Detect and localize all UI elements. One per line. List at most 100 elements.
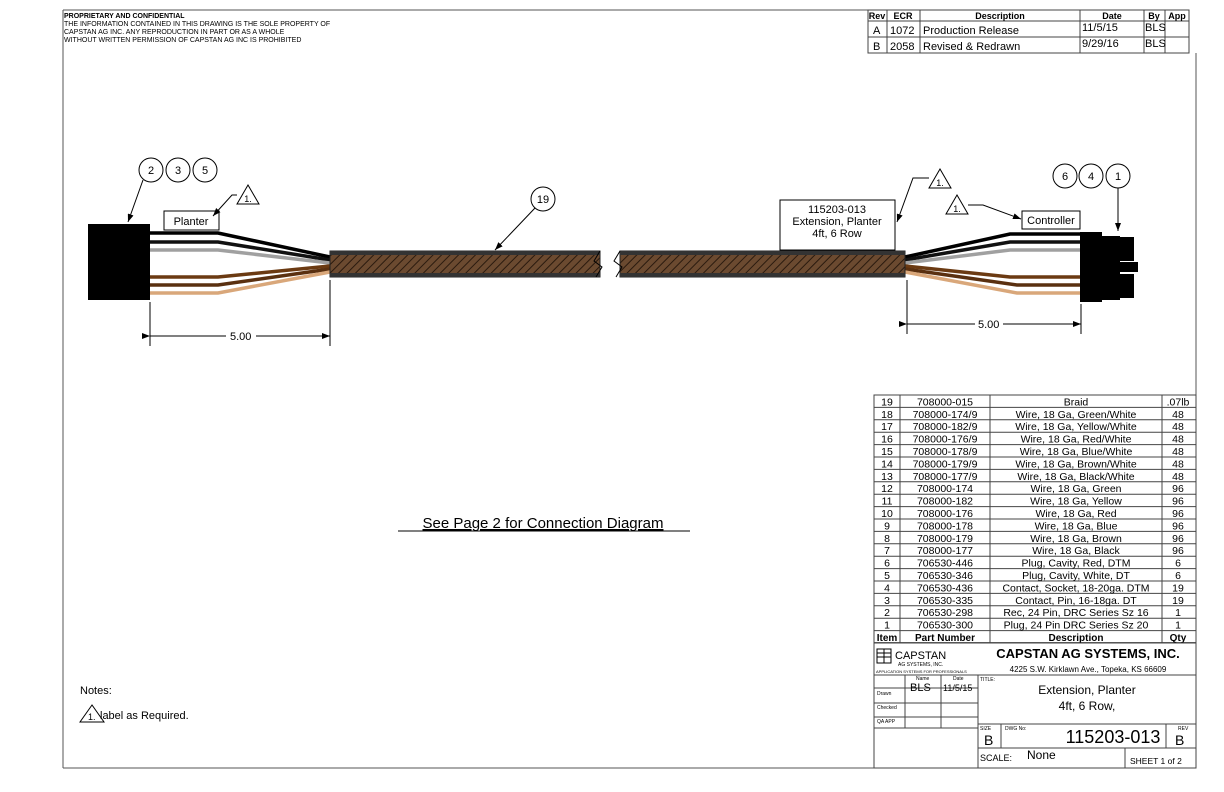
drawing-title: 4ft, 6 Row, <box>1059 699 1116 713</box>
company-logo: CAPSTAN AG SYSTEMS, INC. APPLICATION SYS… <box>876 648 967 674</box>
date-cell: 11/5/15 <box>1082 22 1118 34</box>
bom-part-number: 708000-174/9 <box>913 409 978 421</box>
left-wires <box>150 231 331 295</box>
bom-part-number: 708000-182/9 <box>913 421 978 433</box>
logo-sub: AG SYSTEMS, INC. <box>898 662 943 668</box>
part-number-header: Part Number <box>915 633 975 644</box>
bom-part-number: 708000-176/9 <box>913 434 978 446</box>
balloon-item: 5 <box>202 165 208 177</box>
bom-description: Wire, 18 Ga, Yellow/White <box>1015 421 1137 433</box>
bom-part-number: 708000-177/9 <box>913 471 978 483</box>
bom-description: Wire, 18 Ga, Black/White <box>1017 471 1134 483</box>
revision-table <box>867 9 1190 54</box>
bom-item: 7 <box>884 545 890 557</box>
drawn-by: BLS <box>910 682 931 694</box>
wire-black <box>904 240 1080 262</box>
left-dimension: 5.00 <box>142 280 331 346</box>
bom-description: Plug, 24 Pin DRC Series Sz 20 <box>1004 620 1149 632</box>
note-text: label as Required. <box>100 710 189 722</box>
ecr-cell: 1072 <box>890 25 914 37</box>
rev-header: Rev <box>869 11 886 21</box>
qty-header: Qty <box>1170 633 1187 644</box>
wire-tan <box>904 270 1080 295</box>
notice-line: CAPSTAN AG INC. ANY REPRODUCTION IN PART… <box>64 29 285 36</box>
bom-item: 18 <box>881 409 893 421</box>
balloon-item: 4 <box>1088 171 1094 183</box>
checked-label: Checked <box>877 705 897 711</box>
bom-item: 8 <box>884 533 890 545</box>
balloon-item: 3 <box>175 165 181 177</box>
notes: Notes: 1. label as Required. <box>79 685 189 723</box>
drawing-rev: B <box>1175 732 1184 748</box>
bom-description: Wire, 18 Ga, Green <box>1030 483 1121 495</box>
bom-description: Braid <box>1064 396 1089 408</box>
balloon-item: 2 <box>148 165 154 177</box>
braid <box>329 250 906 278</box>
signoff-labels: Name Date Drawn Checked QA APP TITLE: SI… <box>877 676 1189 732</box>
planter-connector <box>88 224 150 300</box>
wire-black <box>904 232 1080 259</box>
rev-label: REV <box>1178 726 1189 732</box>
dwg-label: DWG No: <box>1005 726 1026 732</box>
bom-part-number: 708000-176 <box>917 508 973 520</box>
drawn-label: Drawn <box>877 691 892 697</box>
app-header: App <box>1168 11 1186 21</box>
bom-description: Wire, 18 Ga, Red/White <box>1021 434 1132 446</box>
wire-tan <box>150 270 331 295</box>
note-flag-icon <box>236 184 260 205</box>
wire-brown <box>150 267 331 287</box>
wire-black <box>150 240 331 262</box>
date-label: Date <box>953 676 964 682</box>
left-balloons: 2 3 5 <box>127 157 218 223</box>
bom-item: 12 <box>881 483 893 495</box>
description-header: Description <box>1048 633 1103 644</box>
item-header: Item <box>877 633 898 644</box>
controller-label-text: Controller <box>1027 215 1075 227</box>
logo-tagline: APPLICATION SYSTEMS FOR PROFESSIONALS <box>876 669 967 674</box>
scale-value: None <box>1027 748 1056 762</box>
rev-cell: B <box>873 41 880 53</box>
revision-row: A 1072 Production Release 11/5/15 BLS <box>873 22 1166 37</box>
part-label-line: 115203-013 <box>808 204 866 216</box>
wire-grey <box>904 248 1080 265</box>
bom-item: 5 <box>884 570 890 582</box>
bom-description: Wire, 18 Ga, Yellow <box>1030 496 1122 508</box>
bom-description: Wire, 18 Ga, Blue/White <box>1020 446 1133 458</box>
part-label-line: Extension, Planter <box>792 216 882 228</box>
bom-part-number: 708000-174 <box>917 483 973 495</box>
bom-description: Wire, 18 Ga, Blue <box>1035 520 1118 532</box>
logo-name: CAPSTAN <box>895 650 946 662</box>
bom-qty: 48 <box>1172 434 1184 446</box>
note-flag-icon <box>945 194 969 215</box>
bom-header: Item Part Number Description Qty <box>877 633 1187 644</box>
planter-label: Planter 1. <box>163 184 260 231</box>
note-flag-text: 1. <box>936 178 944 188</box>
drawing-title: Extension, Planter <box>1038 683 1135 697</box>
bom-part-number: 708000-015 <box>917 396 973 408</box>
bom-item: 6 <box>884 558 890 570</box>
note-flag-text: 1. <box>953 204 961 214</box>
notes-heading: Notes: <box>80 685 112 697</box>
bom-qty: 19 <box>1172 582 1184 594</box>
bom-description: Plug, Cavity, Red, DTM <box>1022 558 1131 570</box>
ecr-header: ECR <box>893 11 913 21</box>
date-header: Date <box>1102 11 1122 21</box>
bom-item: 19 <box>881 396 893 408</box>
bom-description: Wire, 18 Ga, Black <box>1032 545 1120 557</box>
dimension-value: 5.00 <box>230 331 251 343</box>
wire-brown <box>904 267 1080 287</box>
drawn-date: 11/5/15 <box>943 683 972 693</box>
description-cell: Production Release <box>923 25 1019 37</box>
company-address: 4225 S.W. Kirklawn Ave., Topeka, KS 6660… <box>1010 665 1167 674</box>
bom-item: 14 <box>881 458 893 470</box>
bom-item: 11 <box>882 496 893 508</box>
